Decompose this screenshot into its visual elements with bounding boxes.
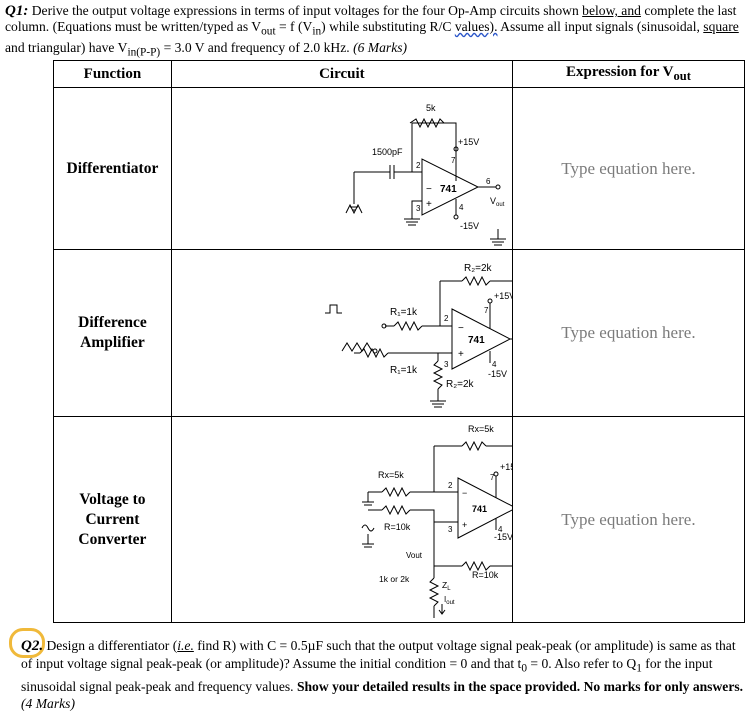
function-line: Voltage to bbox=[79, 490, 146, 508]
q1-text-6: and triangular) have V bbox=[5, 39, 128, 55]
c3-vneg: -15V bbox=[494, 532, 512, 542]
function-line: Amplifier bbox=[80, 334, 145, 351]
c1-pin4: 4 bbox=[459, 203, 464, 212]
q1-text-3: = f (V bbox=[275, 19, 313, 34]
expression-voltage-to-current[interactable]: Type equation here. bbox=[511, 416, 746, 623]
c3-plus: + bbox=[462, 520, 467, 530]
c1-pin6: 6 bbox=[486, 177, 491, 186]
q1-text-2: complete the last column. (Equations mus… bbox=[5, 3, 737, 34]
q1-values-word: values). bbox=[454, 19, 498, 34]
q2-label: Q2. bbox=[21, 638, 44, 654]
function-voltage-to-current: Voltage to Current Converter bbox=[53, 416, 172, 623]
c3-r10k-right: R=10k bbox=[472, 570, 499, 580]
c1-vpos: +15V bbox=[458, 137, 479, 147]
q1-vout-sub: out bbox=[261, 25, 276, 38]
q2-text: Q2. Design a differentiator (i.e. find R… bbox=[21, 637, 745, 712]
c2-vpos: +15V bbox=[494, 291, 512, 301]
q1-square-word: square bbox=[703, 19, 739, 34]
c1-r-feedback: 5k bbox=[426, 103, 436, 113]
table-header-row: Function Circuit Expression for Vout bbox=[53, 60, 746, 88]
c2-minus: − bbox=[458, 323, 464, 334]
c3-zl: ZL bbox=[442, 580, 451, 592]
circuit-voltage-to-current: Rx=5k Rx=5k R=10k R=10k +15V -15V 741 2 … bbox=[170, 416, 513, 623]
c3-load: 1k or 2k bbox=[379, 574, 410, 584]
c1-pin7: 7 bbox=[451, 156, 456, 165]
c3-iout: Iout bbox=[444, 595, 455, 606]
c1-minus: − bbox=[426, 184, 432, 195]
expression-differentiator[interactable]: Type equation here. bbox=[511, 87, 746, 250]
circuit-differentiator: 5k 1500pF +15V -15V 741 2 3 4 6 7 Vout −… bbox=[170, 87, 513, 250]
q1-label: Q1: bbox=[5, 3, 29, 19]
c3-pin3: 3 bbox=[448, 525, 453, 534]
c2-r2-top: R₂=2k bbox=[464, 263, 493, 274]
q2-text-4: for the input sinusoidal signal peak-pea… bbox=[21, 656, 713, 694]
table-row: Voltage to Current Converter bbox=[53, 416, 746, 623]
c2-opamp: 741 bbox=[468, 335, 485, 346]
q2-q1-sub: 1 bbox=[636, 662, 642, 675]
c2-pin4: 4 bbox=[492, 360, 497, 369]
q2-highlight-circle bbox=[9, 628, 45, 658]
c1-cap: 1500pF bbox=[372, 147, 403, 157]
q1-text: Q1: Derive the output voltage expression… bbox=[5, 3, 745, 60]
header-expression-label: Expression for V bbox=[565, 64, 674, 80]
c2-r1-bot: R₁=1k bbox=[390, 365, 418, 376]
header-function: Function bbox=[53, 60, 172, 88]
c2-r2-bot: R₂=2k bbox=[446, 379, 475, 390]
c2-r1-top: R₁=1k bbox=[390, 307, 418, 318]
circuit-difference-amplifier: R₂=2k R₁=1k R₁=1k R₂=2k +15V -15V 741 2 … bbox=[170, 249, 513, 417]
c2-pin7: 7 bbox=[484, 306, 489, 315]
q1-text-7: = 3.0 V and frequency of 2.0 kHz. bbox=[160, 39, 354, 55]
header-expression-sub: out bbox=[673, 69, 691, 83]
q2-bold: Show your detailed results in the space … bbox=[296, 678, 744, 694]
c1-plus: + bbox=[426, 199, 432, 210]
c3-pin4: 4 bbox=[498, 525, 503, 534]
q1-marks: (6 Marks) bbox=[353, 39, 408, 55]
c3-rx-top: Rx=5k bbox=[468, 424, 494, 434]
q2-text-2: find R) with C = 0.5µF such that the out… bbox=[21, 638, 736, 671]
function-line: Difference bbox=[78, 314, 147, 331]
q1-text-5: Assume all input signals (sinusoidal, bbox=[497, 19, 704, 34]
q1-below-and: below, and bbox=[582, 3, 641, 18]
c3-pin2: 2 bbox=[448, 481, 453, 490]
difference-amplifier-schematic: R₂=2k R₁=1k R₁=1k R₂=2k +15V -15V 741 2 … bbox=[324, 263, 512, 407]
q2-t0-sub: 0 bbox=[521, 662, 527, 675]
c1-opamp: 741 bbox=[440, 184, 457, 195]
c3-rx-left: Rx=5k bbox=[378, 470, 404, 480]
expression-difference-amplifier[interactable]: Type equation here. bbox=[511, 249, 746, 417]
function-line: Current bbox=[85, 510, 140, 528]
c2-vneg: -15V bbox=[488, 369, 507, 379]
c3-opamp: 741 bbox=[472, 504, 487, 514]
c3-vout: Vout bbox=[406, 551, 423, 560]
q2-text-1: Design a differentiator ( bbox=[43, 638, 178, 653]
q2-text-3: = 0. Also refer to Q bbox=[527, 656, 637, 671]
c1-pin3: 3 bbox=[416, 204, 421, 213]
q1-vpp-sub: in(P-P) bbox=[127, 46, 161, 59]
c1-pin2: 2 bbox=[416, 161, 421, 170]
header-circuit: Circuit bbox=[170, 60, 513, 88]
q2-marks: (4 Marks) bbox=[21, 695, 75, 711]
c3-vpos: +15V bbox=[500, 462, 512, 472]
c3-r10k-left: R=10k bbox=[384, 522, 411, 532]
table-row: Differentiator bbox=[53, 87, 746, 250]
c2-pin3: 3 bbox=[444, 360, 449, 369]
c1-vout: Vout bbox=[490, 196, 505, 208]
q1-text-1: Derive the output voltage expressions in… bbox=[28, 3, 583, 18]
function-difference-amplifier: Difference Amplifier bbox=[53, 249, 172, 417]
table-row: Difference Amplifier bbox=[53, 249, 746, 417]
q2-ie: i.e. bbox=[177, 638, 194, 653]
differentiator-schematic: 5k 1500pF +15V -15V 741 2 3 4 6 7 Vout −… bbox=[345, 103, 506, 245]
header-expression: Expression for Vout bbox=[511, 60, 746, 88]
function-differentiator: Differentiator bbox=[53, 87, 172, 250]
function-line: Converter bbox=[78, 530, 147, 548]
c3-minus: − bbox=[462, 488, 467, 498]
c3-pin7: 7 bbox=[490, 473, 495, 482]
circuits-table: Function Circuit Expression for Vout Dif… bbox=[53, 60, 746, 623]
c2-plus: + bbox=[458, 349, 464, 360]
q1-text-4: ) while substituting R/C bbox=[321, 19, 455, 34]
q1-vin-sub: in bbox=[312, 25, 322, 38]
c2-pin2: 2 bbox=[444, 314, 449, 323]
c1-vneg: -15V bbox=[460, 221, 479, 231]
vi-converter-schematic: Rx=5k Rx=5k R=10k R=10k +15V -15V 741 2 … bbox=[361, 424, 512, 618]
